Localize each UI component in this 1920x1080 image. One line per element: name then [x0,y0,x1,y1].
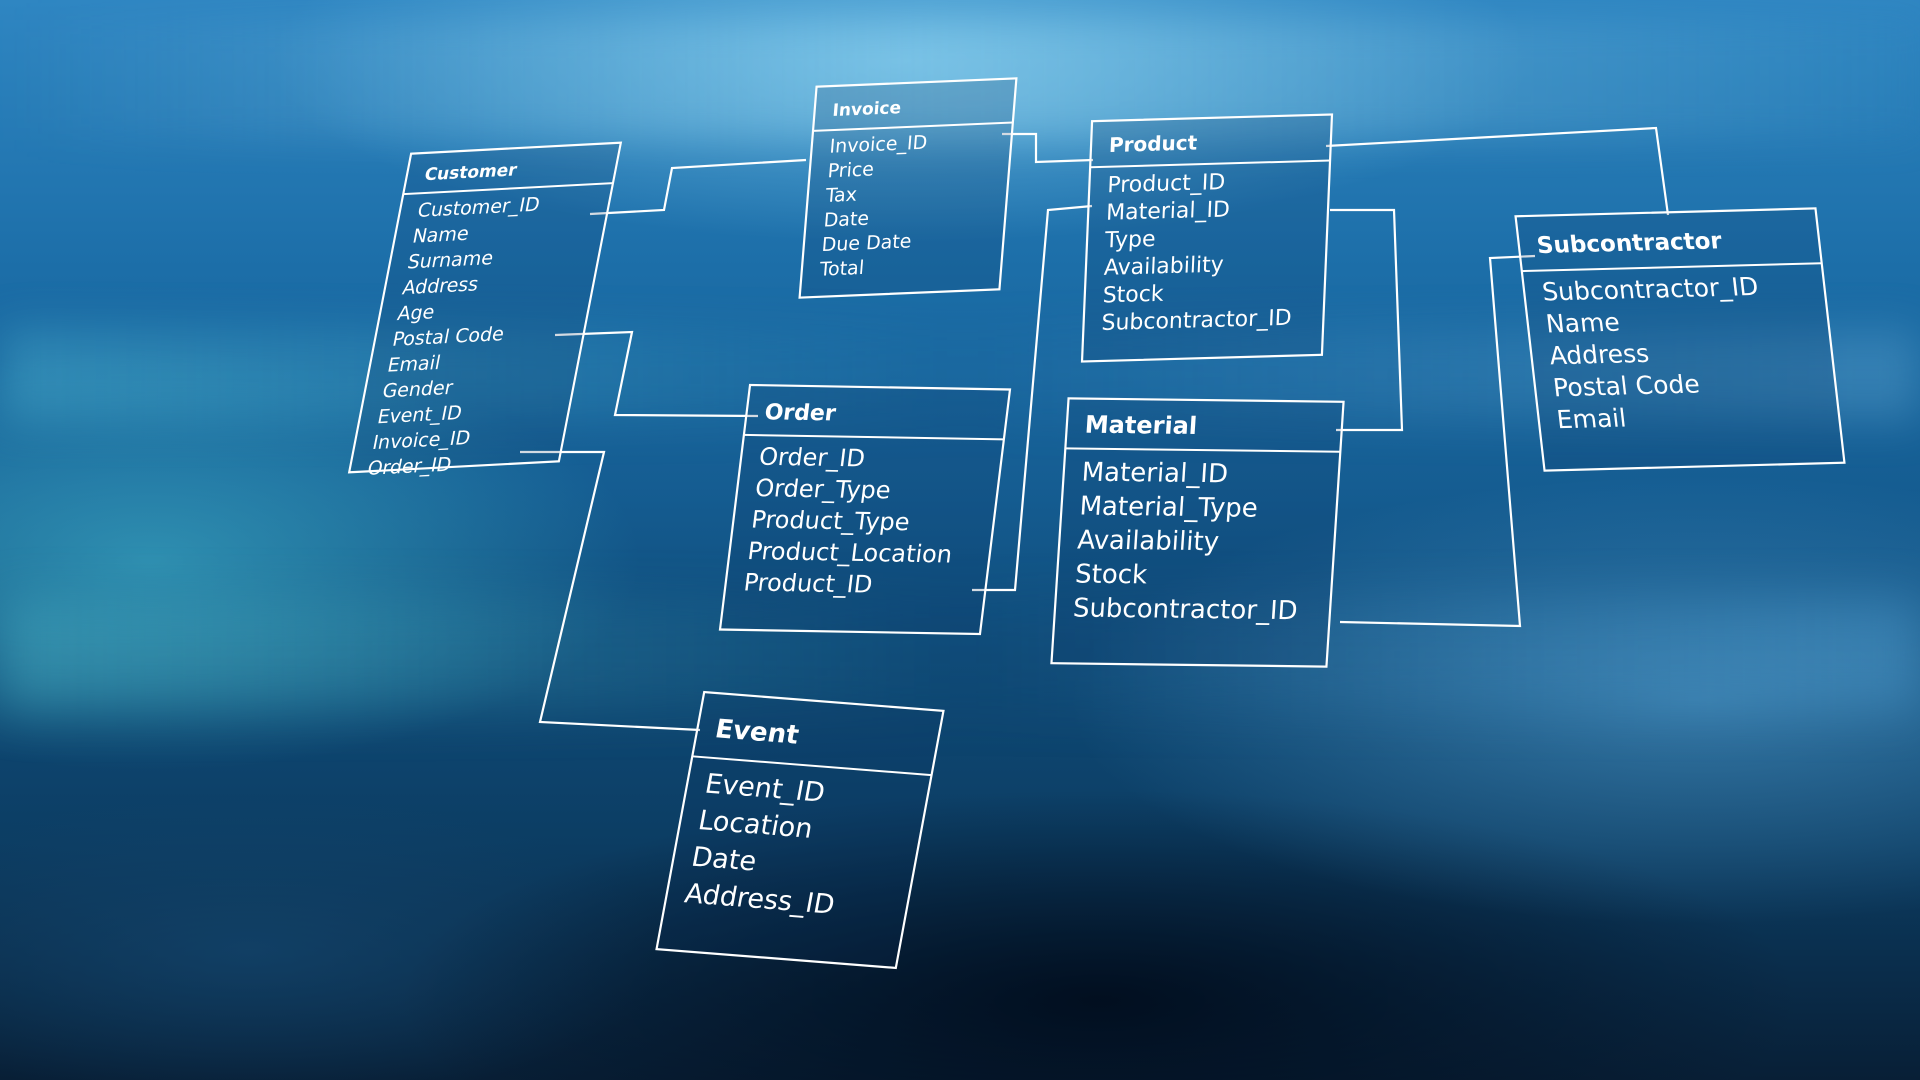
table-order-field: Order_ID [758,443,867,473]
table-order-field: Product_ID [742,568,874,598]
table-subcontractor-field: Subcontractor_ID [1541,272,1760,307]
table-event-title: Event [713,714,801,750]
connector-customer-event [520,450,701,732]
table-customer-field: Address [401,272,481,299]
table-customer-field: Email [386,351,443,377]
table-order-field: Product_Type [750,506,912,537]
table-invoice-field: Date [823,208,870,232]
table-subcontractor-title: Subcontractor [1536,228,1724,259]
table-order: OrderOrder_IDOrder_TypeProduct_TypeProdu… [718,383,1012,636]
table-invoice-title: Invoice [832,98,902,121]
table-customer-field: Gender [381,376,455,403]
table-product: ProductProduct_IDMaterial_IDTypeAvailabi… [1080,113,1334,363]
table-customer-header-divider [403,182,614,196]
table-order-header-divider [743,433,1004,441]
table-invoice-field: Total [818,257,865,281]
table-subcontractor: SubcontractorSubcontractor_IDNameAddress… [1514,207,1846,472]
table-product-header-divider [1090,159,1331,169]
connector-customer-order [554,330,759,418]
table-material-field: Material_ID [1081,458,1229,490]
table-subcontractor-field: Name [1544,308,1621,339]
table-material: MaterialMaterial_IDMaterial_TypeAvailabi… [1050,397,1345,668]
entity-tables: CustomerCustomer_IDNameSurnameAddressAge… [347,77,1846,970]
table-subcontractor-header-divider [1521,262,1822,273]
relation-connectors [520,126,1670,732]
table-event-header-divider [692,755,932,777]
table-product-field: Product_ID [1107,170,1226,198]
table-material-field: Subcontractor_ID [1072,594,1299,627]
connector-order-product [972,204,1093,592]
table-subcontractor-field: Postal Code [1552,370,1702,403]
connector-product-subcontractor [1325,126,1670,216]
table-product-box [1080,113,1334,363]
table-order-title: Order [763,400,837,426]
table-invoice-field: Price [827,158,875,182]
table-subcontractor-field: Address [1548,339,1651,370]
connector-customer-invoice [589,158,807,216]
connector-material-subcontractor [1339,254,1536,628]
table-event-field: Date [689,842,759,878]
table-customer-field: Surname [406,246,496,273]
table-customer-field: Invoice_ID [371,426,473,454]
table-material-title: Material [1084,411,1198,440]
table-material-box [1050,397,1345,668]
table-product-field: Material_ID [1106,197,1231,225]
table-order-field: Product_Location [746,537,954,568]
table-order-box [718,383,1012,636]
table-event-box [655,690,945,970]
table-subcontractor-field: Email [1555,404,1628,435]
table-invoice-header-divider [812,121,1013,132]
table-invoice-field: Invoice_ID [829,132,928,158]
connector-product-material [1330,208,1404,432]
connector-invoice-product [1002,132,1094,164]
table-material-field: Material_Type [1079,492,1259,524]
table-material-field: Availability [1076,526,1220,558]
table-subcontractor-box [1514,207,1846,472]
table-product-field: Availability [1103,253,1224,281]
table-invoice-box [798,77,1018,299]
table-invoice-field: Due Date [821,230,912,256]
table-customer-field: Age [396,300,437,325]
table-material-header-divider [1065,447,1341,453]
table-customer-field: Event_ID [376,401,464,428]
table-customer-field: Name [411,222,471,248]
table-product-field: Type [1104,227,1157,253]
table-customer-field: Order_ID [365,453,453,480]
table-product-field: Subcontractor_ID [1101,306,1292,336]
table-product-field: Stock [1102,282,1164,309]
table-product-title: Product [1109,131,1199,157]
table-material-field: Stock [1074,560,1148,591]
table-customer-box [347,141,623,474]
table-order-field: Order_Type [754,474,893,504]
table-invoice-field: Tax [824,184,858,207]
table-customer: CustomerCustomer_IDNameSurnameAddressAge… [347,141,623,480]
